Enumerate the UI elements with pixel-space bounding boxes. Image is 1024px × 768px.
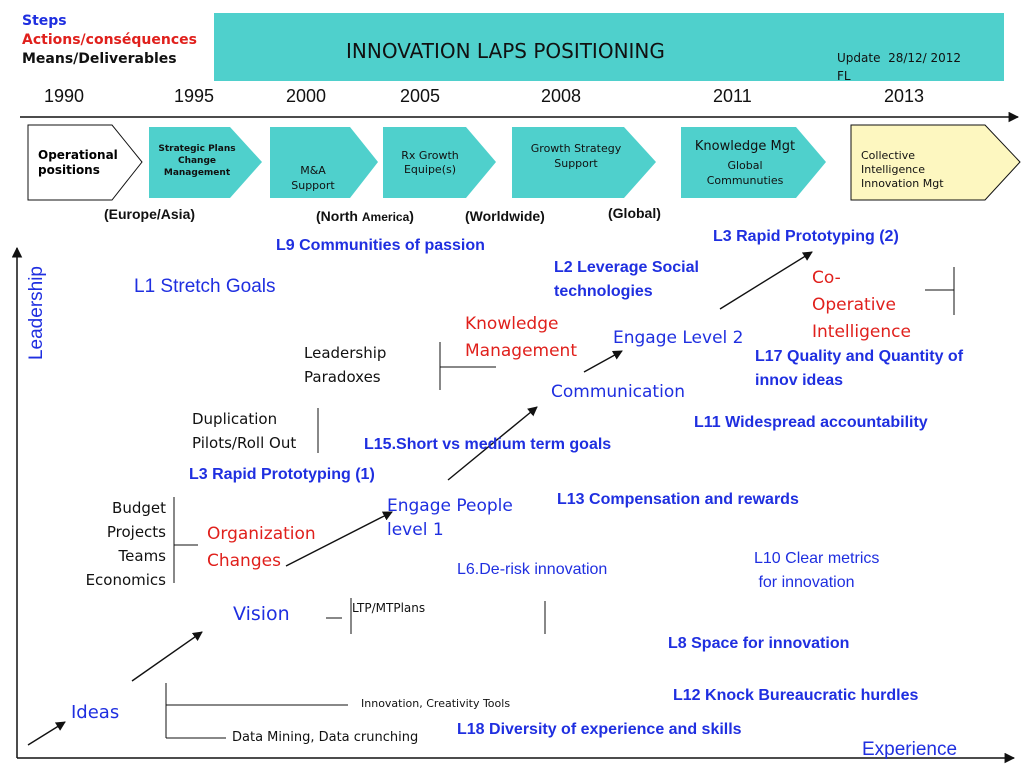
region-north-america: (North America) xyxy=(316,208,414,224)
region-close: ) xyxy=(409,208,414,224)
lap-l8: L8 Space for innovation xyxy=(668,635,850,652)
bracket-budget xyxy=(173,497,198,583)
legend-actions: Actions/conséquences xyxy=(22,32,197,48)
x-axis-label: Experience xyxy=(862,739,958,760)
region-global: (Global) xyxy=(608,205,661,221)
means-teams-line: Teams xyxy=(118,547,166,565)
step-engage1: Engage People level 1 xyxy=(387,496,513,540)
action-org-changes: Organization Changes xyxy=(207,524,316,571)
chevron-knowledge xyxy=(681,127,826,198)
title-banner: INNOVATION LAPS POSITIONING Update 28/12… xyxy=(214,13,1004,83)
chevron-label-growth: Growth Strategy Support xyxy=(530,142,622,170)
chevron-sub-knowledge: Global Communuties xyxy=(706,159,784,187)
year-2005: 2005 xyxy=(400,86,441,106)
chevron-strategic xyxy=(149,127,262,198)
arrow-to-coop xyxy=(719,251,813,310)
means-innov-tools: Innovation, Creativity Tools xyxy=(361,697,511,710)
year-1990: 1990 xyxy=(44,86,85,106)
legend-means: Means/Deliverables xyxy=(22,51,177,67)
lap-l9: L9 Communities of passion xyxy=(276,237,485,254)
chevron-label-strategic-plans: Strategic Plans Change Management xyxy=(158,144,236,178)
y-axis-label: Leadership xyxy=(26,265,47,361)
lap-l10: L10 Clear metrics for innovation xyxy=(754,550,880,591)
means-paradoxes-line: Paradoxes xyxy=(304,368,381,386)
step-vision: Vision xyxy=(233,603,290,625)
step-communication: Communication xyxy=(551,382,685,402)
chevron-label-operational: Operational positions xyxy=(38,148,118,177)
year-2000: 2000 xyxy=(286,86,327,106)
action-coop-intelligence: Co-Operative Intelligence xyxy=(812,268,911,342)
lap-l13: L13 Compensation and rewards xyxy=(557,491,799,508)
means-ltp: LTP/MTPlans xyxy=(352,601,426,615)
year-2008: 2008 xyxy=(541,86,582,106)
chevron-growth xyxy=(512,127,656,198)
region-north: (North xyxy=(316,208,362,224)
bracket-data-tools xyxy=(165,683,348,739)
bracket-leadership xyxy=(439,342,496,390)
lap-l12: L12 Knock Bureaucratic hurdles xyxy=(673,687,919,704)
update-note: Update 28/12/ 2012 FL xyxy=(837,51,962,83)
means-budget-line: Budget xyxy=(112,499,166,517)
lap-l11: L11 Widespread accountability xyxy=(694,414,928,431)
chevron-label-ma: M&A Support xyxy=(291,164,335,192)
chevron-operational xyxy=(27,124,143,201)
arrow-to-engage1 xyxy=(285,511,393,567)
means-pilots-line: Pilots/Roll Out xyxy=(192,434,297,452)
means-data-mining: Data Mining, Data crunching xyxy=(232,730,419,745)
step-engage2: Engage Level 2 xyxy=(613,328,744,348)
chevron-label-collective: Collective Intelligence Innovation Mgt xyxy=(861,149,944,190)
step-ideas: Ideas xyxy=(71,702,120,723)
chevron-rx xyxy=(383,127,496,198)
lap-l6: L6.De-risk innovation xyxy=(457,561,608,578)
year-2013: 2013 xyxy=(884,86,925,106)
lap-l1: L1 Stretch Goals xyxy=(134,276,276,297)
region-america: America xyxy=(361,210,410,224)
means-duplication-line: Duplication xyxy=(192,410,278,428)
arrow-to-vision xyxy=(131,631,203,682)
region-europe-asia: (Europe/Asia) xyxy=(104,206,196,222)
bracket-ltp xyxy=(326,598,546,634)
means-leadership-line: Leadership xyxy=(304,344,387,362)
means-economics-line: Economics xyxy=(85,571,166,589)
legend-steps: Steps xyxy=(22,13,67,29)
lap-l17: L17 Quality and Quantity of innov ideas xyxy=(755,348,964,389)
lap-l3-2: L3 Rapid Prototyping (2) xyxy=(713,228,899,245)
bracket-coop xyxy=(925,267,955,315)
region-worldwide: (Worldwide) xyxy=(465,208,545,224)
arrow-to-engage2 xyxy=(583,350,623,373)
year-1995: 1995 xyxy=(174,86,215,106)
chevron-ma xyxy=(270,127,378,198)
means-leadership: Leadership Paradoxes xyxy=(304,341,386,389)
action-knowledge-mgmt: Knowledge Management xyxy=(465,314,577,361)
lap-l18: L18 Diversity of experience and skills xyxy=(457,721,742,738)
means-duplication: Duplication Pilots/Roll Out xyxy=(192,407,296,455)
page-title: INNOVATION LAPS POSITIONING xyxy=(346,39,665,63)
lap-l3-1: L3 Rapid Prototyping (1) xyxy=(189,466,375,483)
chevron-label-rx: Rx Growth Equipe(s) xyxy=(401,149,459,176)
chevron-label-knowledge: Knowledge Mgt xyxy=(694,139,796,154)
means-projects-line: Projects xyxy=(106,523,166,541)
arrow-to-communication xyxy=(447,406,538,481)
lap-l2: L2 Leverage Social technologies xyxy=(554,259,699,300)
legend: Steps Actions/conséquences Means/Deliver… xyxy=(22,12,197,69)
means-budget: Budget Projects Teams Economics xyxy=(74,496,166,592)
lap-l15: L15.Short vs medium term goals xyxy=(364,436,612,453)
chevron-collective xyxy=(850,124,1021,201)
arrow-ideas-vision xyxy=(27,721,66,746)
year-2011: 2011 xyxy=(713,86,752,106)
